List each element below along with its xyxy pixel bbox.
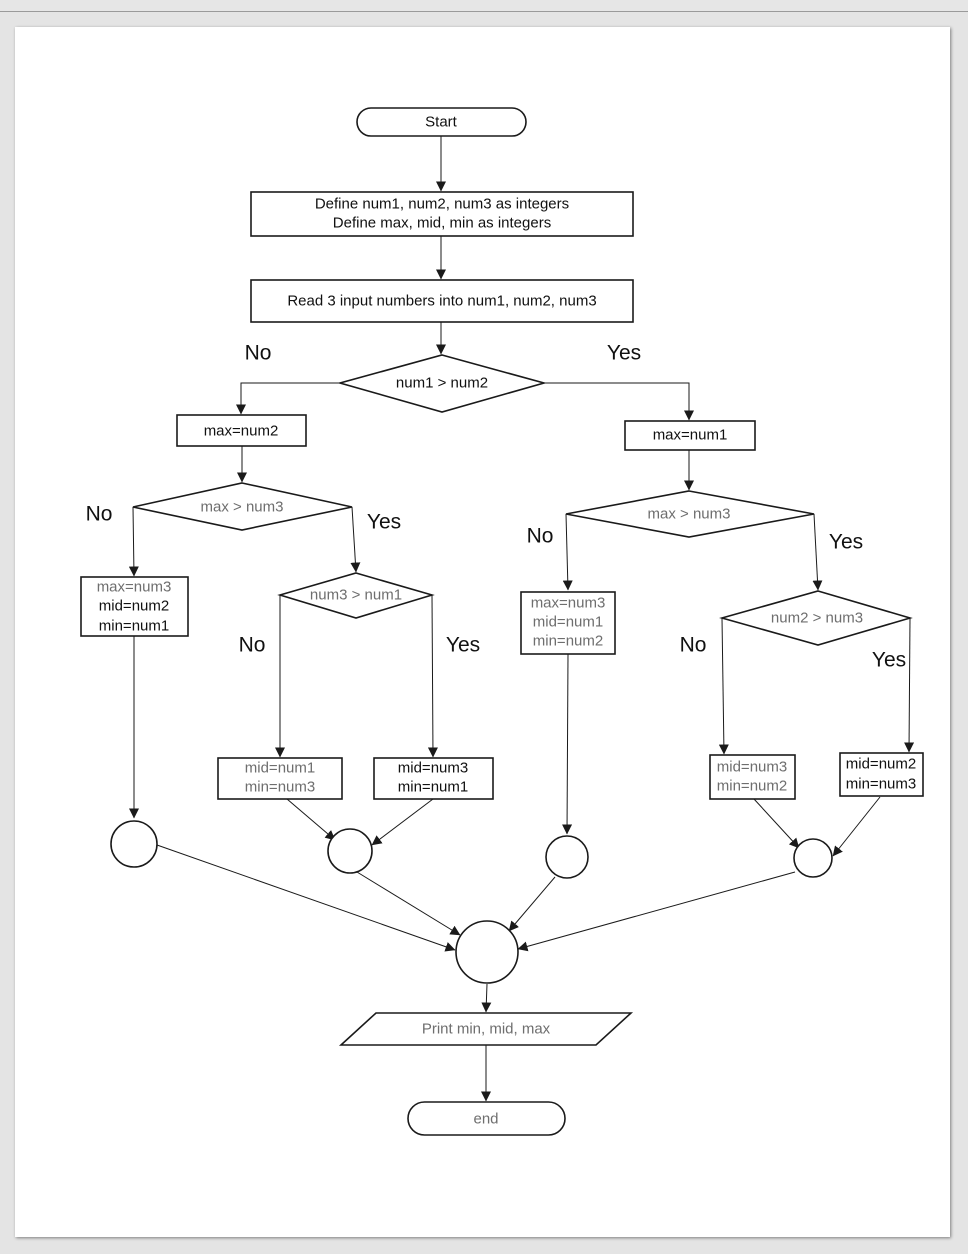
right-assign-max-label: max=num1 <box>653 427 728 444</box>
left-inner-yes-line1: mid=num3 <box>398 760 468 777</box>
connector-circle-left-inner <box>327 828 373 874</box>
read-input-label: Read 3 input numbers into num1, num2, nu… <box>287 293 596 310</box>
define-line2: Define max, mid, min as integers <box>333 215 551 232</box>
label-yes-right-decision2: Yes <box>829 531 863 554</box>
decision-num1-gt-num2 <box>337 354 547 413</box>
label-no-left-decision2: No <box>86 503 113 526</box>
edge-merge-to-print <box>481 983 492 1013</box>
edge-circle2-to-merge <box>356 871 461 936</box>
label-yes-decision1: Yes <box>607 342 641 365</box>
edge-circle3-to-merge <box>508 876 556 932</box>
branch-labels: No Yes No Yes No Yes No Yes No Yes <box>86 342 907 672</box>
label-yes-left-decision3: Yes <box>446 634 480 657</box>
label-no-left-decision3: No <box>239 634 266 657</box>
right-inner-no-line2: min=num2 <box>717 778 787 795</box>
flowchart-nodes: Start Define num1, num2, num3 as integer… <box>80 107 924 1136</box>
left-decision-max-gt-num3-label: max > num3 <box>201 499 284 516</box>
label-yes-left-decision2: Yes <box>367 511 401 534</box>
right-no-assign-line1: max=num3 <box>531 595 606 612</box>
edge-inner-no-box-to-circle <box>286 798 336 841</box>
left-assign-max-box <box>176 414 307 447</box>
right-inner-yes-line1: mid=num2 <box>846 756 916 773</box>
label-no-right-decision2: No <box>527 525 554 548</box>
left-no-assign-line1: max=num3 <box>97 579 172 596</box>
right-decision-num2-gt-num3-label: num2 > num3 <box>771 610 863 627</box>
edge-left-decision2-yes <box>350 506 361 573</box>
left-inner-yes-line2: min=num1 <box>398 779 468 796</box>
connector-circle-right-inner <box>793 838 833 878</box>
edge-right-inner-no-box-to-circle <box>753 798 800 849</box>
read-input-box <box>250 279 634 323</box>
left-inner-no-box <box>217 757 343 800</box>
left-inner-no-line2: min=num3 <box>245 779 315 796</box>
right-decision-num2-gt-num3 <box>719 590 913 646</box>
left-no-assign-box <box>80 576 189 637</box>
edge-inner-yes-box-to-circle <box>371 798 434 846</box>
edge-left-decision3-yes <box>427 594 438 758</box>
left-no-assign-line3: min=num1 <box>99 618 169 635</box>
right-decision-max-gt-num3 <box>565 490 815 538</box>
edge-right-decision3-no <box>718 617 729 755</box>
left-assign-max-label: max=num2 <box>204 423 279 440</box>
connector-circle-right <box>545 835 589 879</box>
right-no-assign-line2: mid=num1 <box>533 614 603 631</box>
right-assign-max-box <box>624 420 756 451</box>
label-yes-right-decision3: Yes <box>872 649 906 672</box>
left-decision-max-gt-num3 <box>132 482 353 531</box>
label-no-right-decision3: No <box>680 634 707 657</box>
start-label: Start <box>425 114 458 131</box>
edge-left-decision2-no <box>128 506 139 577</box>
right-no-assign-box <box>520 591 616 655</box>
right-inner-no-box <box>709 754 796 800</box>
flowchart-edges <box>128 136 915 1102</box>
left-decision-num3-gt-num1-label: num3 > num1 <box>310 587 402 604</box>
start-terminal <box>356 107 527 137</box>
right-inner-yes-box <box>839 752 924 797</box>
right-inner-no-line1: mid=num3 <box>717 759 787 776</box>
left-inner-no-line1: mid=num1 <box>245 760 315 777</box>
merge-connector-circle <box>455 920 519 984</box>
left-inner-yes-box <box>373 757 494 800</box>
edge-right-no-box-to-circle <box>562 653 573 835</box>
edge-right-decision2-no <box>562 513 573 591</box>
print-output-label: Print min, mid, max <box>422 1021 551 1038</box>
edge-decision1-no <box>236 382 340 415</box>
end-label: end <box>473 1111 498 1128</box>
edge-circle1-to-merge <box>156 844 456 952</box>
edge-right-decision3-yes <box>904 617 915 753</box>
left-no-assign-line2: mid=num2 <box>99 598 169 615</box>
edge-decision1-yes <box>544 382 694 421</box>
end-terminal <box>407 1101 566 1136</box>
left-decision-num3-gt-num1 <box>277 572 435 619</box>
print-output-io <box>338 1012 634 1046</box>
define-process-box <box>250 191 634 237</box>
edge-right-decision2-yes <box>812 513 823 591</box>
connector-circle-left <box>110 820 158 868</box>
right-inner-yes-line2: min=num3 <box>846 776 916 793</box>
window-top-bar <box>0 0 968 12</box>
edge-circle4-to-merge <box>517 871 796 952</box>
right-no-assign-line3: min=num2 <box>533 633 603 650</box>
right-decision-max-gt-num3-label: max > num3 <box>648 506 731 523</box>
label-no-decision1: No <box>245 342 272 365</box>
define-line1: Define num1, num2, num3 as integers <box>315 196 569 213</box>
decision-num1-gt-num2-label: num1 > num2 <box>396 375 488 392</box>
edge-right-inner-yes-box-to-circle <box>832 796 881 857</box>
